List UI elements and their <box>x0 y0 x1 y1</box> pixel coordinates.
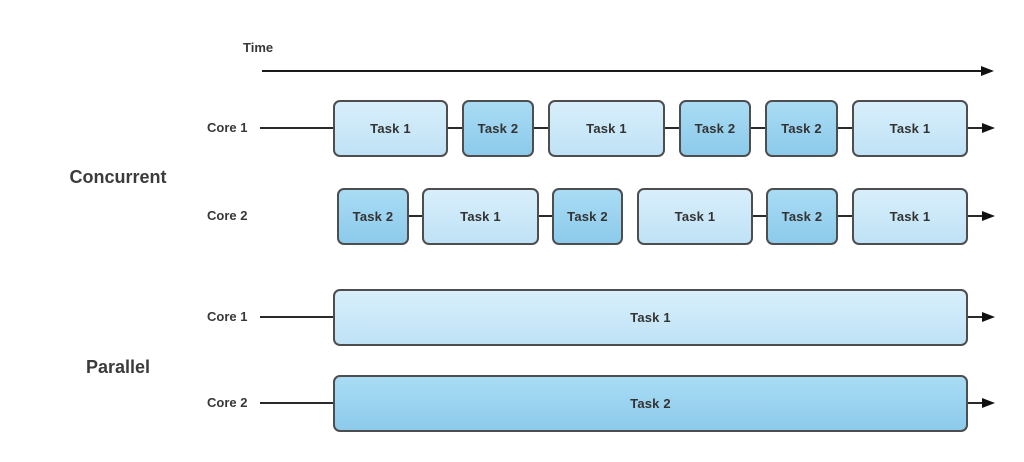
parallel-section-label: Parallel <box>85 357 151 377</box>
task-box: Task 1 <box>333 100 448 157</box>
row-arrow-head-icon <box>982 312 995 322</box>
connector-line <box>838 127 852 129</box>
connector-line <box>751 127 765 129</box>
task-box: Task 1 <box>548 100 665 157</box>
tail-line <box>968 215 983 217</box>
core-label: Core 1 <box>207 120 248 135</box>
task-box: Task 2 <box>765 100 838 157</box>
tail-line <box>968 127 983 129</box>
row-arrow-head-icon <box>982 211 995 221</box>
task-box: Task 2 <box>552 188 623 245</box>
lead-line <box>260 316 333 318</box>
lead-line <box>260 127 333 129</box>
task-box: Task 1 <box>852 188 968 245</box>
core-label: Core 1 <box>207 309 248 324</box>
connector-line <box>534 127 548 129</box>
time-axis-label: Time <box>243 40 274 55</box>
task-box: Task 1 <box>333 289 968 346</box>
task-box: Task 2 <box>333 375 968 432</box>
core-label: Core 2 <box>207 395 248 410</box>
task-box: Task 1 <box>422 188 539 245</box>
connector-line <box>539 215 552 217</box>
connector-line <box>448 127 462 129</box>
task-box: Task 1 <box>637 188 753 245</box>
tail-line <box>968 316 983 318</box>
time-axis-line <box>262 70 982 72</box>
connector-line <box>409 215 422 217</box>
task-box: Task 2 <box>679 100 751 157</box>
connector-line <box>838 215 852 217</box>
task-box: Task 2 <box>766 188 838 245</box>
time-arrow-head-icon <box>981 66 994 76</box>
task-box: Task 2 <box>462 100 534 157</box>
row-arrow-head-icon <box>982 123 995 133</box>
task-box: Task 2 <box>337 188 409 245</box>
connector-line <box>753 215 766 217</box>
row-arrow-head-icon <box>982 398 995 408</box>
concurrent-section-label: Concurrent <box>69 167 167 187</box>
connector-line <box>665 127 679 129</box>
tail-line <box>968 402 983 404</box>
lead-line <box>260 402 333 404</box>
task-box: Task 1 <box>852 100 968 157</box>
core-label: Core 2 <box>207 208 248 223</box>
